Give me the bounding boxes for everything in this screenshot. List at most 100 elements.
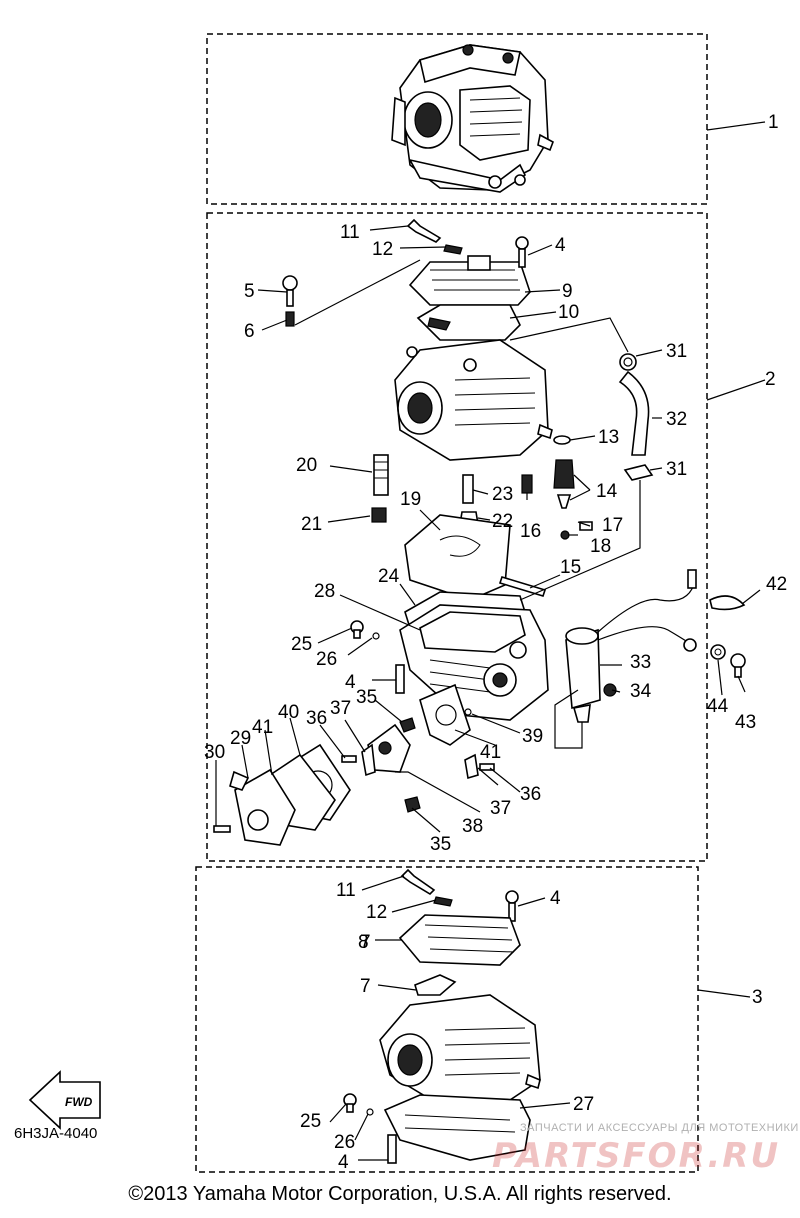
callout-35-b: 35 <box>430 834 451 855</box>
callout-21: 21 <box>301 514 322 535</box>
screw-11-lower <box>400 868 436 896</box>
callout-38: 38 <box>462 816 483 837</box>
screw-11 <box>406 218 442 243</box>
screw-43 <box>730 653 746 678</box>
callout-8-b: 8 <box>358 932 369 953</box>
callout-42: 42 <box>766 574 787 595</box>
screw-4-top <box>515 236 529 268</box>
callout-11-a: 11 <box>340 222 360 243</box>
assembly-box-1 <box>206 33 708 205</box>
callout-41-b: 41 <box>480 742 501 763</box>
callout-29: 29 <box>230 728 251 749</box>
screw-36 <box>341 755 495 771</box>
hose-32 <box>618 370 650 456</box>
callout-43: 43 <box>735 712 756 733</box>
nozzle-23 <box>462 474 474 504</box>
callout-24: 24 <box>378 566 400 587</box>
fwd-label: FWD <box>65 1095 93 1109</box>
callout-25-b: 25 <box>300 1111 321 1132</box>
gasket-41-right <box>419 683 471 746</box>
assembly-box-2 <box>206 212 708 862</box>
callout-17: 17 <box>602 515 623 536</box>
callout-9: 9 <box>562 281 573 302</box>
jet-20 <box>373 454 389 496</box>
pin-15 <box>498 576 547 597</box>
callout-39: 39 <box>522 726 543 747</box>
callout-14: 14 <box>596 481 618 502</box>
o-ring-26-lower <box>366 1108 374 1116</box>
assembly-box-3 <box>195 866 699 1173</box>
callout-11-b: 11 <box>336 880 356 901</box>
callout-2: 2 <box>765 369 776 390</box>
callout-26-b: 26 <box>334 1132 355 1153</box>
leader-lines <box>215 121 766 1161</box>
callout-numbers: 1 2 3 4 5 6 7 8 9 10 11 12 13 14 15 16 1… <box>204 112 787 1173</box>
callout-36-b: 36 <box>520 784 541 805</box>
carburetor-body-3 <box>379 994 541 1106</box>
callout-13: 13 <box>598 427 619 448</box>
callout-28: 28 <box>314 581 335 602</box>
callout-25-a: 25 <box>291 634 312 655</box>
callout-27: 27 <box>573 1094 594 1115</box>
screw-25-lower <box>343 1093 357 1113</box>
float-chamber-cover-8 <box>398 914 521 966</box>
callout-32: 32 <box>666 409 687 430</box>
screw-16 <box>521 474 533 494</box>
float-chamber-cover <box>408 255 531 306</box>
callout-4-a: 4 <box>555 235 566 256</box>
watermark-text: ЗАПЧАСТИ И АКСЕССУАРЫ ДЛЯ МОТОТЕХНИКИ <box>520 1122 799 1134</box>
screw-4-mid <box>395 664 405 694</box>
callout-31-b: 31 <box>666 459 687 480</box>
clip-31-bottom <box>623 464 654 481</box>
solenoid-33 <box>565 569 697 723</box>
callout-7: 7 <box>360 932 371 953</box>
gasket-7 <box>414 974 457 996</box>
callout-31-a: 31 <box>666 341 687 362</box>
o-ring-39 <box>464 708 472 716</box>
callout-44: 44 <box>707 696 729 717</box>
callout-4-b: 4 <box>345 672 356 693</box>
callout-12-b: 12 <box>366 902 387 923</box>
screw-4-lower-bottom <box>387 1134 397 1164</box>
fwd-arrow-icon <box>28 1070 101 1130</box>
callout-6: 6 <box>244 321 255 342</box>
callout-30: 30 <box>204 742 225 763</box>
callout-37-a: 37 <box>330 698 351 719</box>
nut-35 <box>399 717 421 813</box>
callout-41-a: 41 <box>252 717 273 738</box>
callout-20: 20 <box>296 455 317 476</box>
callout-10: 10 <box>558 302 579 323</box>
callout-40: 40 <box>278 702 299 723</box>
jet-21 <box>371 507 387 523</box>
callout-16: 16 <box>520 521 541 542</box>
callout-23: 23 <box>492 484 513 505</box>
float-chamber-27 <box>383 1094 531 1161</box>
lever-37 <box>361 743 479 780</box>
screw-12-lower <box>433 896 453 907</box>
callout-34: 34 <box>630 681 652 702</box>
callout-37-b: 37 <box>490 798 511 819</box>
washer-44 <box>710 644 726 660</box>
callout-36-a: 36 <box>306 708 327 729</box>
screw-5 <box>282 275 298 307</box>
screw-34 <box>603 683 617 697</box>
o-ring-13 <box>553 435 571 445</box>
callout-3: 3 <box>752 987 763 1008</box>
screw-25-mid <box>350 620 364 639</box>
spring-6 <box>285 311 295 327</box>
screw-4-lower-top <box>505 890 519 922</box>
needle-valve-14 <box>553 459 575 509</box>
float-chamber-28 <box>399 604 549 721</box>
cover-29 <box>229 768 296 846</box>
callout-12-a: 12 <box>372 239 393 260</box>
callout-1: 1 <box>768 112 779 133</box>
callout-5: 5 <box>244 281 255 302</box>
gasket-10 <box>416 304 521 341</box>
callout-35-a: 35 <box>356 687 377 708</box>
carburetor-assembly-1 <box>391 44 554 193</box>
callout-15: 15 <box>560 557 581 578</box>
callout-33: 33 <box>630 652 651 673</box>
diagram-code: 6H3JA-4040 <box>14 1125 98 1142</box>
callout-4-d: 4 <box>338 1152 349 1173</box>
